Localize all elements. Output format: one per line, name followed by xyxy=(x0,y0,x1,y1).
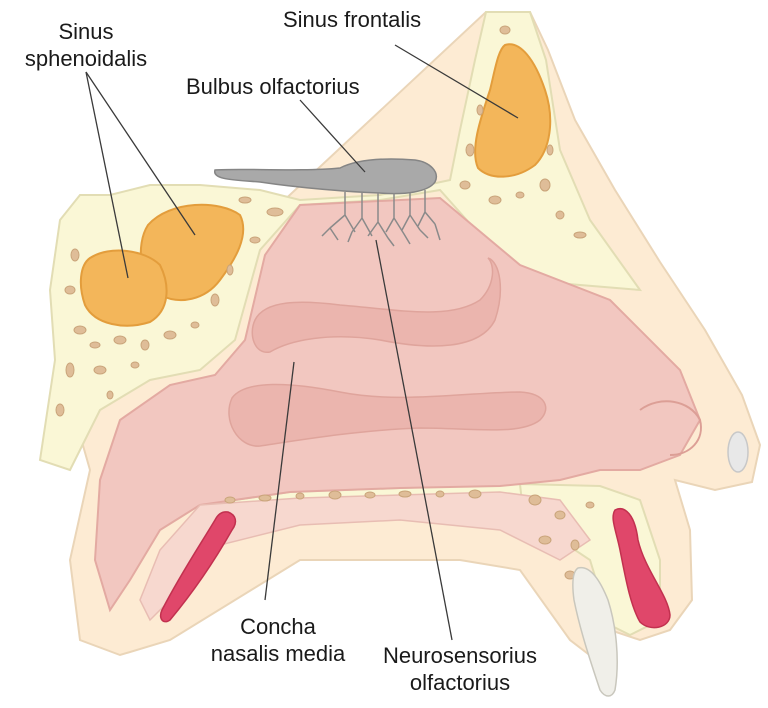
nostril-fold xyxy=(639,400,702,456)
label-sinus-sphenoidalis-line2: sphenoidalis xyxy=(24,46,148,71)
label-neurosensorius-olfactorius: Neurosensorius olfactorius xyxy=(362,642,558,696)
leader-bulbus xyxy=(299,99,366,173)
label-sinus-frontalis: Sinus frontalis xyxy=(283,7,422,32)
spongy-bone-pattern xyxy=(55,25,595,580)
label-sinus-sphenoidalis-line1: Sinus xyxy=(58,19,114,44)
posterior-red-strip xyxy=(159,511,237,623)
leader-neurosensorius xyxy=(375,239,453,641)
label-concha-nasalis-media: Concha nasalis media xyxy=(198,613,358,667)
label-neurosensorius-line2: olfactorius xyxy=(409,670,511,695)
label-neurosensorius-line1: Neurosensorius xyxy=(382,643,538,668)
incisor-tooth xyxy=(572,566,618,697)
bulbus-olfactorius-shape xyxy=(214,158,437,195)
concha-superior xyxy=(251,257,502,353)
label-sinus-sphenoidalis: Sinus sphenoidalis xyxy=(0,18,172,72)
label-bulbus-olfactorius: Bulbus olfactorius xyxy=(186,74,360,99)
lip-red-strip xyxy=(612,508,671,629)
concha-media xyxy=(228,383,547,447)
label-concha-line2: nasalis media xyxy=(210,641,346,666)
leader-sphenoidalis-2 xyxy=(85,71,196,236)
nostril xyxy=(727,431,749,473)
olfactory-fibers xyxy=(321,190,441,247)
sinus-frontalis-cavity xyxy=(474,43,552,178)
leader-frontalis xyxy=(394,44,519,119)
label-concha-line1: Concha xyxy=(240,614,316,639)
lower-mucosa xyxy=(139,491,592,622)
leader-sphenoidalis-1 xyxy=(85,71,129,279)
leader-concha xyxy=(264,361,295,601)
leader-lines xyxy=(85,44,519,641)
sinus-sphenoidalis-cavity-2 xyxy=(79,249,168,327)
